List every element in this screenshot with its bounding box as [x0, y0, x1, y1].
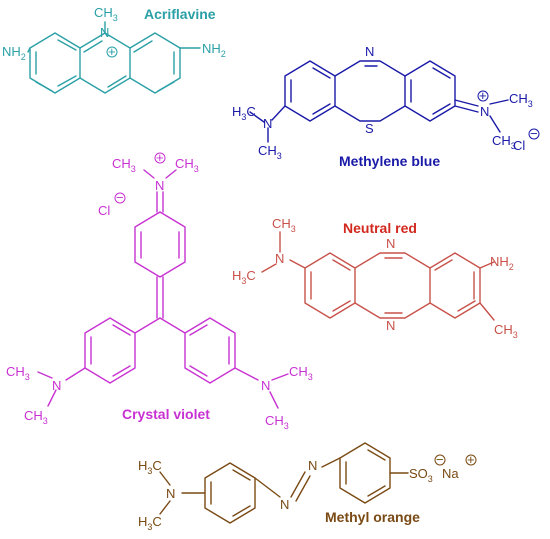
methylene-blue-minus-circle — [528, 128, 540, 140]
acriflavine-structure: CH3 N + NH2 NH2 Acriflavine — [2, 5, 226, 94]
neutral-red-n-top-label: N — [386, 236, 395, 251]
methylene-blue-ch3-left-label: CH3 — [258, 143, 282, 161]
crystal-violet-ch3-l2-label: CH3 — [24, 408, 48, 426]
neutral-red-h3c-label: H3C — [232, 268, 256, 286]
neutral-red-n-bottom-label: N — [386, 318, 395, 333]
crystal-violet-ch3-b-label: CH3 — [175, 156, 199, 174]
methyl-orange-h3c-top-label: H3C — [138, 458, 162, 476]
crystal-violet-plus-label: + — [156, 150, 164, 165]
acriflavine-plus-circle — [106, 46, 118, 58]
neutral-red-ch3-top-label: CH3 — [272, 216, 296, 234]
crystal-violet-ch3-r1-label: CH3 — [289, 364, 313, 382]
crystal-violet-ch3-r2-label: CH3 — [265, 413, 289, 431]
methylene-blue-n-top-label: N — [365, 44, 374, 59]
acriflavine-plus-label: + — [108, 44, 116, 59]
neutral-red-ch3-right-label: CH3 — [494, 322, 518, 340]
methyl-orange-minus-circle — [434, 454, 446, 466]
crystal-violet-bonds — [37, 169, 289, 409]
methylene-blue-ch3-right1-label: CH3 — [509, 91, 533, 109]
neutral-red-bonds — [261, 231, 495, 321]
crystal-violet-plus-circle — [154, 152, 166, 164]
acriflavine-nh2-right-label: NH2 — [202, 41, 226, 59]
methylene-blue-h3c-label: H3C — [232, 104, 256, 122]
methylene-blue-n-left-label: N — [263, 116, 272, 131]
methylene-blue-cl-label: Cl — [513, 138, 525, 153]
methyl-orange-plus-circle — [465, 454, 477, 466]
acriflavine-n-label: N — [100, 25, 109, 40]
methyl-orange-h3c-bottom-label: H3C — [138, 514, 162, 532]
acriflavine-nh2-left-label: NH2 — [2, 44, 26, 62]
methyl-orange-bonds — [159, 442, 409, 524]
neutral-red-name: Neutral red — [343, 220, 417, 236]
crystal-violet-minus-circle — [114, 192, 126, 204]
methylene-blue-minus-label: − — [530, 126, 538, 141]
acriflavine-bonds — [27, 21, 201, 94]
methyl-orange-n-amine-label: N — [166, 486, 175, 501]
crystal-violet-ch3-l1-label: CH3 — [6, 364, 30, 382]
acriflavine-ch3-label: CH3 — [94, 5, 118, 23]
methylene-blue-plus-label: + — [479, 88, 487, 103]
acriflavine-inner-bonds — [35, 81, 175, 92]
crystal-violet-n-left-label: N — [52, 378, 61, 393]
methylene-blue-plus-circle — [477, 90, 489, 102]
methylene-blue-bonds — [249, 60, 509, 143]
methyl-orange-name: Methyl orange — [325, 509, 420, 525]
crystal-violet-cl-label: Cl — [98, 203, 110, 218]
methyl-orange-so3-label: SO3 — [409, 466, 433, 484]
neutral-red-structure: CH3 N H3C N N NH2 CH3 Neutral red — [232, 216, 518, 340]
neutral-red-n-amine-label: N — [275, 251, 284, 266]
crystal-violet-ch3-a-label: CH3 — [112, 156, 136, 174]
crystal-violet-n-top-label: N — [155, 178, 164, 193]
methylene-blue-ch3-right2-label: CH3 — [492, 133, 516, 151]
crystal-violet-minus-label: − — [116, 190, 124, 205]
methylene-blue-structure: N S N H3C CH3 N + CH3 CH3 Cl − Methylene… — [232, 44, 540, 169]
methyl-orange-structure: H3C H3C N N N SO3 − Na + Methyl orange — [138, 442, 477, 532]
crystal-violet-n-right-label: N — [261, 378, 270, 393]
methylene-blue-s-label: S — [365, 121, 374, 136]
methyl-orange-n-azo2-label: N — [308, 458, 317, 473]
methyl-orange-plus-label: + — [467, 452, 475, 467]
crystal-violet-name: Crystal violet — [122, 406, 210, 422]
acriflavine-name: Acriflavine — [144, 6, 216, 22]
methylene-blue-name: Methylene blue — [339, 153, 440, 169]
methyl-orange-n-azo1-label: N — [280, 497, 289, 512]
methyl-orange-na-label: Na — [442, 466, 459, 481]
crystal-violet-structure: CH3 CH3 N + Cl − N CH3 CH3 N CH3 CH3 Cry… — [6, 150, 313, 431]
neutral-red-nh2-label: NH2 — [490, 254, 514, 272]
methyl-orange-minus-label: − — [436, 452, 444, 467]
methylene-blue-n-right-label: N — [480, 104, 489, 119]
